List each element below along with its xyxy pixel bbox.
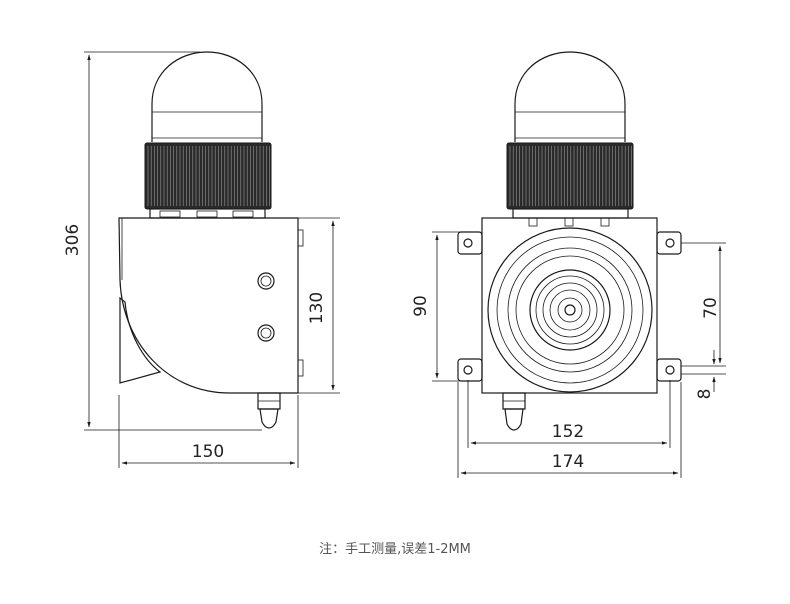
side-screw-bottom <box>257 324 275 342</box>
dim-height-total: 306 <box>63 224 83 256</box>
speaker-grille <box>487 227 653 393</box>
side-view: 306 130 150 <box>63 51 340 468</box>
side-ribbed-base <box>144 142 272 210</box>
side-cable-gland <box>257 392 281 429</box>
side-horn <box>119 296 162 384</box>
front-view: 90 70 8 152 174 <box>411 51 726 478</box>
dim-side-box-height: 130 <box>307 292 327 324</box>
dim-front-inner-width: 152 <box>552 422 584 442</box>
side-dome <box>151 51 263 142</box>
dim-side-width: 150 <box>192 442 224 462</box>
dim-mount-offset: 8 <box>695 389 715 400</box>
measurement-note: 注：手工测量,误差1-2MM <box>319 542 471 557</box>
dim-front-outer-width: 174 <box>552 452 584 472</box>
dim-front-height: 90 <box>411 295 431 317</box>
front-dome <box>514 51 626 142</box>
side-screw-top <box>257 272 275 290</box>
front-box <box>481 217 658 394</box>
front-cable-gland <box>502 392 526 431</box>
front-ribbed-base <box>506 142 634 210</box>
front-mount-tabs <box>457 231 682 382</box>
side-box <box>118 217 299 394</box>
dim-mount-spacing: 70 <box>701 297 721 319</box>
